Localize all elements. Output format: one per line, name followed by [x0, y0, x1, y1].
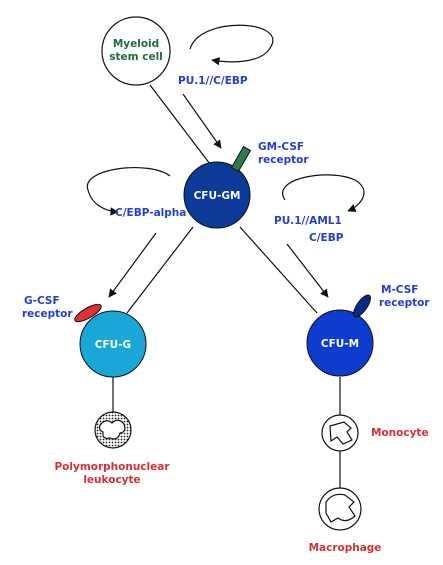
g-csf-receptor-shape [74, 303, 102, 323]
gm-csf-receptor-shape [230, 145, 252, 173]
loop-arrow-pu1-aml1 [282, 174, 365, 212]
arrow-pu1-cebp [182, 93, 222, 149]
cfu-m-label: CFU-M [321, 338, 359, 350]
myeloid-stem-cell [101, 16, 171, 86]
factor-cebp-alpha: C/EBP-alpha [115, 207, 186, 219]
cfu-gm-label: CFU-GM [194, 190, 241, 202]
stem-cell-label-line2: stem cell [109, 51, 163, 63]
factor-pu1-cebp: PU.1//C/EBP [178, 75, 248, 87]
loop-arrow-cebp-alpha [87, 166, 171, 216]
loop-arrow-stem [189, 24, 274, 66]
g-csf-receptor-label-line1: G-CSF [24, 295, 60, 307]
cfu-gm-cell [183, 161, 251, 229]
gm-csf-receptor-label-line1: GM-CSF [258, 141, 304, 153]
cfu-g-label: CFU-G [95, 339, 131, 351]
arrow-cebp-alpha [108, 232, 157, 298]
stem-cell-label-line1: Myeloid [113, 38, 159, 50]
macrophage-nucleus [325, 493, 356, 523]
m-csf-receptor-label-line1: M-CSF [381, 284, 418, 296]
pmn-label-line2: leukocyte [83, 474, 140, 486]
m-csf-receptor-label-line2: receptor [379, 297, 430, 309]
edge-cfu-gm-to-cfu-m [239, 226, 318, 314]
factor-cebp: C/EBP [309, 232, 344, 244]
m-csf-receptor-shape [352, 294, 372, 318]
gm-csf-receptor-label-line2: receptor [258, 154, 309, 166]
cfu-g-cell [79, 310, 147, 378]
macrophage-label: Macrophage [309, 542, 382, 554]
monocyte-nucleus [329, 421, 353, 445]
factor-pu1-aml1: PU.1//AML1 [274, 215, 342, 227]
cfu-m-cell [306, 309, 374, 377]
arrow-pu1-aml1 [286, 243, 329, 298]
monocyte-label: Monocyte [371, 427, 429, 439]
pmn-label-line1: Polymorphonuclear [54, 461, 170, 473]
g-csf-receptor-label-line2: receptor [22, 308, 73, 320]
pmn-nucleus-lobes [98, 419, 126, 440]
edge-cfu-gm-to-cfu-g [126, 226, 194, 314]
edge-stem-to-cfu-gm [149, 84, 214, 169]
